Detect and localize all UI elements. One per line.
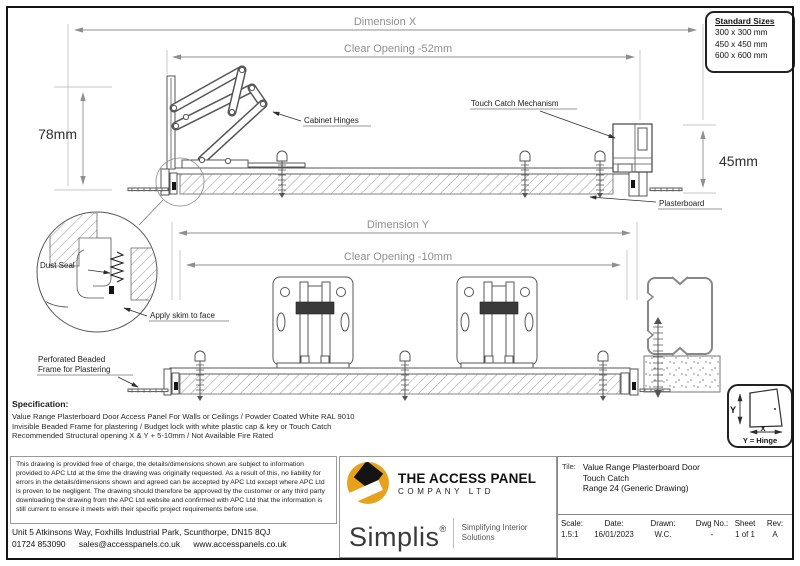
svg-text:Plasterboard: Plasterboard	[659, 199, 704, 208]
access-panel-logo-icon	[347, 462, 389, 504]
vertical-divider	[452, 518, 454, 548]
clear-opening-x-label: Clear Opening -52mm	[344, 43, 452, 55]
hinge-key-diagram: Y X Y = Hinge	[730, 388, 783, 445]
specification-line: Value Range Plasterboard Door Access Pan…	[12, 412, 355, 421]
email-address[interactable]: sales@accesspanels.co.uk	[78, 538, 181, 549]
dimension-y: Dimension Y	[171, 219, 638, 300]
svg-text:Apply skim to face: Apply skim to face	[150, 311, 215, 320]
touch-catch-callout: Touch Catch Mechanism	[470, 99, 616, 139]
perforated-flange	[127, 388, 169, 393]
cabinet-hinges-callout: Cabinet Hinges	[272, 111, 371, 127]
disclaimer-box: This drawing is provided free of charge,…	[10, 456, 337, 524]
phone-number: 01724 853090	[12, 538, 66, 549]
screw-fixing	[519, 150, 531, 198]
screw-fixing	[276, 150, 288, 198]
bead-flange-right	[649, 187, 683, 192]
website-url[interactable]: www.accesspanels.co.uk	[193, 538, 287, 549]
standard-size-item: 450 x 450 mm	[715, 38, 768, 49]
cabinet-hinge-mechanism	[169, 65, 306, 169]
field-sheet: Sheet 1 of 1	[734, 519, 756, 539]
hinge-key-y-label: Y	[730, 405, 736, 415]
door-handle-dot	[774, 408, 776, 410]
drawing-title-line: Touch Catch	[582, 472, 630, 483]
field-date: Date: 16/01/2023	[594, 519, 634, 539]
address-block: Unit 5 Atkinsons Way, Foxhills Industria…	[12, 527, 297, 550]
door-height-label: 78mm	[38, 126, 77, 142]
frame-edge-left	[127, 168, 178, 196]
field-dwg-no: Dwg No.: -	[695, 519, 729, 539]
brand-name: THE ACCESS PANEL	[398, 470, 537, 486]
specification-line: Invisible Beaded Frame for plastering / …	[12, 421, 332, 431]
touch-catch-box	[612, 123, 653, 173]
screw-fixing	[399, 350, 411, 401]
panel-rear-section	[127, 367, 671, 396]
svg-text:Frame for Plastering: Frame for Plastering	[38, 365, 110, 374]
svg-text:Cabinet Hinges: Cabinet Hinges	[304, 116, 359, 125]
drawing-title-line: Range 24 (Generic Drawing)	[582, 483, 689, 493]
door-leaf	[749, 388, 783, 428]
frame-edge-left	[127, 368, 180, 396]
dimension-x-label: Dimension X	[354, 16, 417, 28]
hinge-orientation-key: Y X Y = Hinge	[727, 384, 793, 448]
screw-fixing	[594, 150, 606, 198]
field-rev: Rev: A	[766, 519, 784, 539]
specification-line: Recommended Structural opening X & Y + 5…	[12, 431, 274, 441]
registered-mark: ®	[439, 524, 447, 534]
standard-size-item: 600 x 600 mm	[715, 50, 768, 60]
hinge-backplate	[272, 276, 354, 369]
hinge-key-caption: Y = Hinge	[743, 436, 777, 445]
hinge-backplate	[456, 276, 538, 369]
dimension-y-label: Dimension Y	[367, 219, 430, 231]
plasterboard-callout: Plasterboard	[589, 195, 722, 210]
dimension-x: Dimension X	[67, 16, 704, 186]
simplis-wordmark: Simplis®	[349, 522, 447, 552]
dimension-45mm: 45mm	[683, 124, 758, 194]
apply-skim-callout: Apply skim to face	[123, 307, 229, 322]
brand-subname: COMPANY LTD	[398, 486, 495, 496]
specification-heading: Specification:	[12, 399, 69, 409]
svg-text:Perforated Beaded: Perforated Beaded	[38, 355, 105, 364]
standard-sizes-title: Standard Sizes	[715, 16, 775, 26]
field-scale: Scale: 1.5:1	[561, 519, 583, 539]
screw-fixing-long	[653, 317, 663, 398]
frame-depth-label: 45mm	[719, 153, 758, 169]
specification-block: Specification: Value Range Plasterboard …	[12, 399, 452, 441]
screw-fixing	[597, 350, 609, 401]
hinge-key-x-label: X	[760, 424, 765, 433]
standard-sizes-box: Standard Sizes 300 x 300 mm 450 x 450 mm…	[705, 11, 795, 73]
plasterboard-core	[179, 173, 614, 195]
title-block-fields: Scale: 1.5:1 Date: 16/01/2023 Drawn: W.C…	[558, 514, 794, 560]
clear-opening-x: Clear Opening -52mm	[166, 43, 641, 120]
company-logo-box: THE ACCESS PANEL COMPANY LTD Simplis® Si…	[339, 456, 557, 558]
address-line: Unit 5 Atkinsons Way, Foxhills Industria…	[12, 527, 271, 537]
title-label: Tile:	[562, 462, 576, 471]
svg-text:Touch Catch Mechanism: Touch Catch Mechanism	[471, 99, 559, 108]
title-block: Tile: Value Range Plasterboard Door Touc…	[557, 456, 794, 558]
field-drawn: Drawn: W.C.	[650, 519, 676, 539]
screw-fixing	[194, 350, 206, 401]
detail-link-line	[138, 199, 164, 226]
plasterboard-stippled	[643, 355, 721, 393]
dust-seal-label: Dust Seal	[40, 261, 75, 270]
dimension-78mm: 78mm	[38, 86, 112, 191]
dust-seal-detail: Dust Seal	[36, 211, 158, 333]
panel-side-section	[127, 75, 683, 197]
bead-flange-left	[127, 187, 169, 192]
clear-opening-y-label: Clear Opening -10mm	[344, 251, 452, 263]
drawing-title-line: Value Range Plasterboard Door	[582, 462, 700, 472]
detail-indicator-circle	[155, 157, 205, 207]
clear-opening-y: Clear Opening -10mm	[179, 250, 628, 300]
brand-row: THE ACCESS PANEL COMPANY LTD	[347, 462, 536, 504]
metal-stud-channel	[646, 276, 713, 356]
standard-size-item: 300 x 300 mm	[715, 27, 768, 37]
simplis-row: Simplis® Simplifying Interior Solutions	[349, 514, 527, 552]
contact-line: 01724 853090 sales@accesspanels.co.uk ww…	[12, 539, 297, 551]
dust-seal-spring	[109, 251, 125, 283]
perforated-frame-callout: Perforated Beaded Frame for Plastering	[37, 355, 139, 388]
technical-drawing: Dimension X Clear Opening -52mm 78mm 45m…	[36, 16, 758, 401]
brand-tagline: Simplifying Interior Solutions	[461, 523, 528, 542]
